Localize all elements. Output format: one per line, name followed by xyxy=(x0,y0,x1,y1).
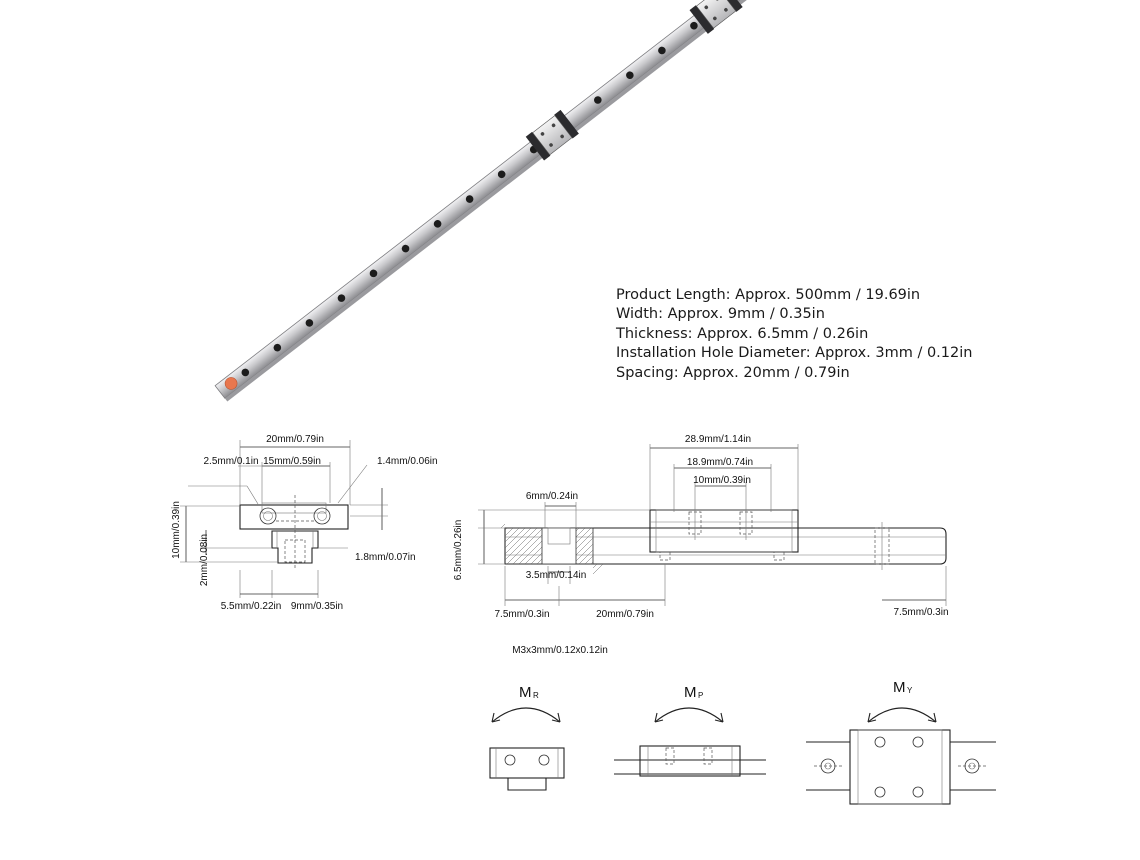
dim-inner-length: 18.9mm/0.74in xyxy=(687,457,753,468)
dim-end-right: 7.5mm/0.3in xyxy=(893,607,948,618)
dim-bottom-left: 5.5mm/0.22in xyxy=(221,601,282,612)
spec-list: Product Length: Approx. 500mm / 19.69in … xyxy=(616,286,972,383)
dim-edge: 2.5mm/0.1in xyxy=(203,456,258,467)
dim-rail-width: 9mm/0.35in xyxy=(291,601,343,612)
rotation-arrow-icon xyxy=(867,707,937,723)
hatch-line xyxy=(504,527,532,555)
side-view-diagram: 28.9mm/1.14in 18.9mm/0.74in 10mm/0.39in … xyxy=(453,434,949,656)
spec-length: Product Length: Approx. 500mm / 19.69in xyxy=(616,287,921,303)
dim-right-offset: 1.4mm/0.06in xyxy=(377,456,438,467)
dim-block-length: 28.9mm/1.14in xyxy=(685,434,751,445)
hatch-line xyxy=(504,527,514,537)
hatch-line xyxy=(504,527,508,531)
spec-spacing: Spacing: Approx. 20mm / 0.79in xyxy=(616,364,850,381)
mount-hole xyxy=(241,368,250,377)
mount-hole xyxy=(433,220,442,228)
dim-hole-pitch: 10mm/0.39in xyxy=(693,475,751,486)
dim-inner-width: 15mm/0.59in xyxy=(263,456,321,467)
mount-hole xyxy=(305,319,314,327)
rotation-arrow-icon xyxy=(491,707,561,723)
cross-section-diagram: 20mm/0.79in 2.5mm/0.1in 15mm/0.59in 1.4m… xyxy=(171,434,438,612)
hatch-line xyxy=(506,527,544,565)
hatch-line xyxy=(504,527,526,549)
dim-height: 10mm/0.39in xyxy=(171,501,182,559)
end-cap-left xyxy=(224,377,238,390)
dim-spacing: 20mm/0.79in xyxy=(596,609,654,620)
mount-hole xyxy=(401,244,410,253)
moment-roll: M R xyxy=(489,684,565,791)
dim-counterbore: 3.5mm/0.14in xyxy=(526,570,587,581)
moment-subscript: P xyxy=(698,691,703,700)
moment-subscript: Y xyxy=(907,686,913,695)
spec-thickness: Thickness: Approx. 6.5mm / 0.26in xyxy=(616,325,869,342)
moment-label: M xyxy=(519,684,532,701)
mount-holes xyxy=(241,21,698,377)
dim-right-height: 1.8mm/0.07in xyxy=(355,552,416,563)
hatch-line xyxy=(590,561,594,565)
moment-pitch: M P xyxy=(614,684,766,777)
spec-width: Width: Approx. 9mm / 0.35in xyxy=(616,306,825,323)
carriage-block xyxy=(689,0,743,34)
mount-hole xyxy=(594,96,602,104)
dim-small-height: 2mm/0.08in xyxy=(199,534,210,586)
rotation-arrow-icon xyxy=(654,707,724,723)
screw-spec: M3x3mm/0.12x0.12in xyxy=(512,645,608,656)
hatch-line xyxy=(584,555,594,565)
mount-hole xyxy=(369,269,378,278)
dim-end-left: 7.5mm/0.3in xyxy=(494,609,549,620)
hatch-line xyxy=(500,523,506,529)
hatch-line xyxy=(504,527,538,561)
carriage-block xyxy=(525,109,579,161)
moment-label: M xyxy=(684,684,697,701)
dim-hole-diameter: 6mm/0.24in xyxy=(526,491,578,502)
moment-subscript: R xyxy=(533,691,539,700)
moment-yaw: M Y xyxy=(806,679,996,805)
hatch-line xyxy=(578,549,594,565)
mount-hole xyxy=(497,170,506,179)
dim-rail-height: 6.5mm/0.26in xyxy=(453,520,464,581)
mount-hole xyxy=(658,46,666,55)
moment-label: M xyxy=(893,679,906,696)
hatch-line xyxy=(592,563,598,569)
mount-hole xyxy=(465,195,474,203)
spec-hole-diameter: Installation Hole Diameter: Approx. 3mm … xyxy=(616,345,973,362)
rail-section-hatch xyxy=(500,523,604,575)
hatch-line xyxy=(504,527,520,543)
linear-rail-photo xyxy=(214,0,912,402)
dim-top-width: 20mm/0.79in xyxy=(266,434,324,445)
hatch-line xyxy=(592,563,604,575)
mount-hole xyxy=(626,71,634,80)
mount-hole xyxy=(337,294,346,302)
moment-diagrams: M R M P M Y xyxy=(489,679,996,805)
mount-hole xyxy=(690,21,698,30)
mount-hole xyxy=(273,343,282,352)
